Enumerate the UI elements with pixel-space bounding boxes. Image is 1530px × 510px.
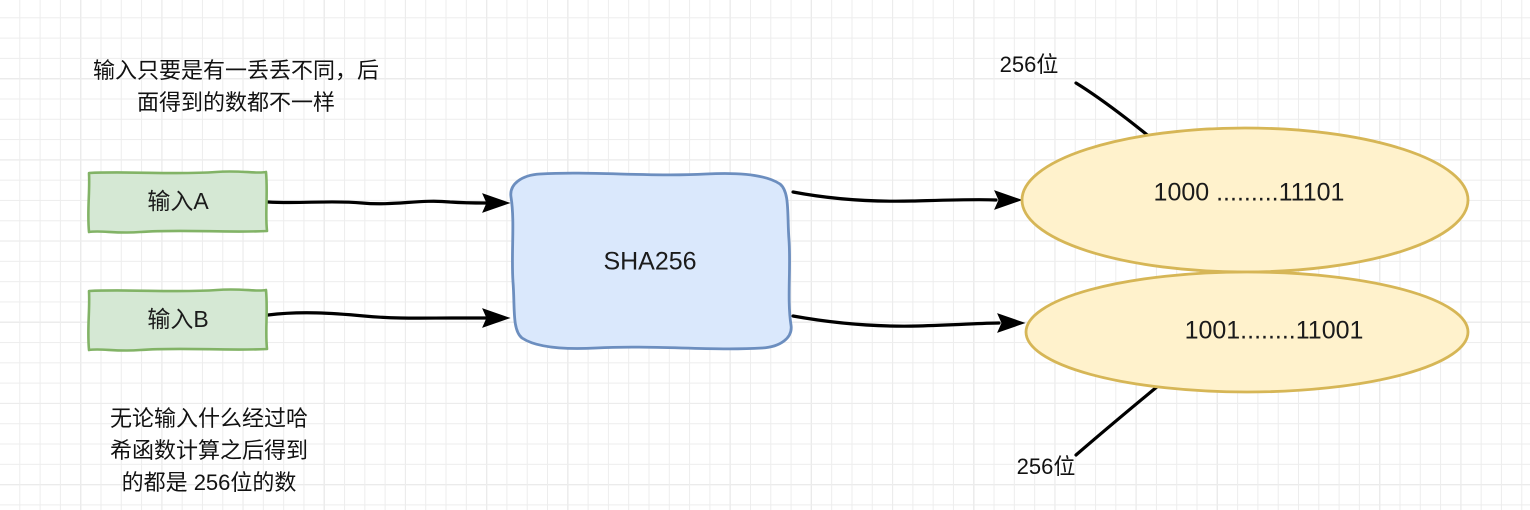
note-bottom-left-line-3: 的都是 256位的数 [122,470,297,495]
arrow-hash-to-output-top [791,190,1023,210]
arrow-hash-to-output-bottom [791,313,1026,333]
note-top-left-line-2: 面得到的数都不一样 [137,90,335,115]
output-top-label: 1000 .........11101 [1154,179,1345,207]
callout-bottom-label: 256位 [1017,454,1076,479]
note-top-left-line-1: 输入只要是有一丢丢不同，后 [93,58,379,83]
output-bottom-ellipse [1024,270,1470,394]
input-b-label: 输入B [147,306,208,332]
callout-top-label: 256位 [1000,52,1059,77]
node-input-a[interactable]: 输入A [86,170,269,234]
hash-function-label: SHA256 [603,248,696,276]
note-top-left: 输入只要是有一丢丢不同，后 面得到的数都不一样 [93,58,379,115]
arrow-input-a-to-hash [266,193,511,213]
note-bottom-left-line-1: 无论输入什么经过哈 [110,406,308,431]
note-bottom-left-line-2: 希函数计算之后得到 [110,438,308,463]
node-hash-function[interactable]: SHA256 [509,171,793,351]
node-output-bottom[interactable]: 1001........11001 [1024,270,1470,394]
arrow-input-b-to-hash [266,308,511,328]
input-a-label: 输入A [147,188,209,214]
node-input-b[interactable]: 输入B [86,288,269,352]
node-output-top[interactable]: 1000 .........11101 [1020,126,1470,274]
output-bottom-label: 1001........11001 [1185,317,1364,345]
note-bottom-left: 无论输入什么经过哈 希函数计算之后得到 的都是 256位的数 [110,406,308,495]
